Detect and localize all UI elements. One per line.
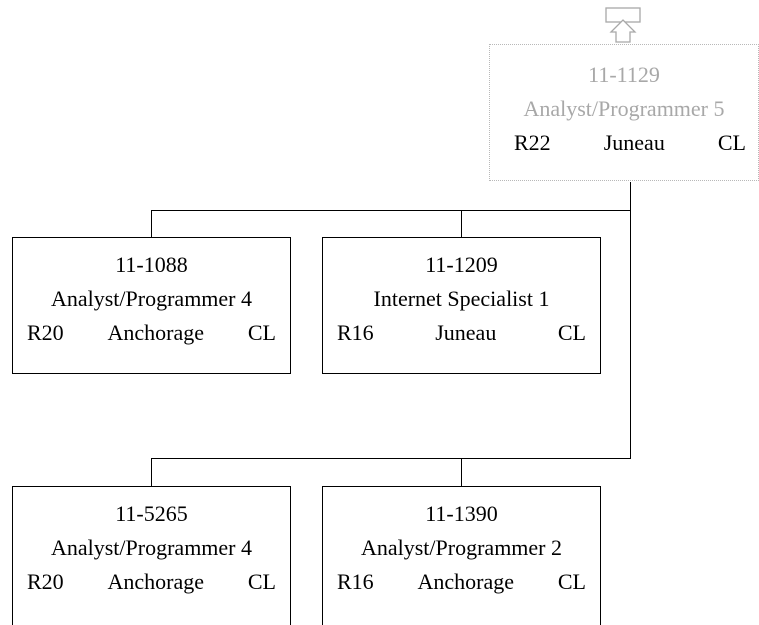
position-title: Analyst/Programmer 4 xyxy=(50,535,253,560)
arrow-up-icon[interactable] xyxy=(604,2,654,44)
position-range: R20 xyxy=(27,569,64,594)
position-location: Juneau xyxy=(603,130,665,155)
position-location: Anchorage xyxy=(417,569,515,594)
position-location: Juneau xyxy=(435,320,497,345)
position-box[interactable]: 11-1088 Analyst/Programmer 4 R20 Anchora… xyxy=(12,237,291,374)
position-number: 11-1129 xyxy=(588,62,660,87)
position-class: CL xyxy=(557,320,586,345)
connector-level2-horizontal xyxy=(151,458,631,459)
position-box[interactable]: 11-5265 Analyst/Programmer 4 R20 Anchora… xyxy=(12,486,291,625)
position-range: R20 xyxy=(27,320,64,345)
position-number: 11-1390 xyxy=(425,501,498,526)
position-title: Internet Specialist 1 xyxy=(373,286,550,311)
position-range: R22 xyxy=(514,130,551,155)
position-range: R16 xyxy=(337,569,374,594)
connector-level1-horizontal xyxy=(151,210,631,211)
position-location: Anchorage xyxy=(107,320,205,345)
position-class: CL xyxy=(717,130,746,155)
position-box[interactable]: 11-1390 Analyst/Programmer 2 R16 Anchora… xyxy=(322,486,601,625)
position-class: CL xyxy=(557,569,586,594)
connector-trunk xyxy=(630,182,631,459)
position-location: Anchorage xyxy=(107,569,205,594)
position-class: CL xyxy=(247,569,276,594)
position-title: Analyst/Programmer 2 xyxy=(360,535,563,560)
position-number: 11-5265 xyxy=(115,501,188,526)
position-number: 11-1209 xyxy=(425,252,498,277)
position-title: Analyst/Programmer 4 xyxy=(50,286,253,311)
connector-level2-drop-1 xyxy=(151,458,152,486)
supervisor-position-box[interactable]: 11-1129 Analyst/Programmer 5 R22 Juneau … xyxy=(489,44,759,181)
connector-level1-drop-2 xyxy=(461,210,462,237)
connector-level1-drop-1 xyxy=(151,210,152,237)
position-class: CL xyxy=(247,320,276,345)
position-range: R16 xyxy=(337,320,374,345)
position-box[interactable]: 11-1209 Internet Specialist 1 R16 Juneau… xyxy=(322,237,601,374)
position-number: 11-1088 xyxy=(115,252,188,277)
position-title: Analyst/Programmer 5 xyxy=(523,96,725,121)
connector-level2-drop-2 xyxy=(461,458,462,486)
